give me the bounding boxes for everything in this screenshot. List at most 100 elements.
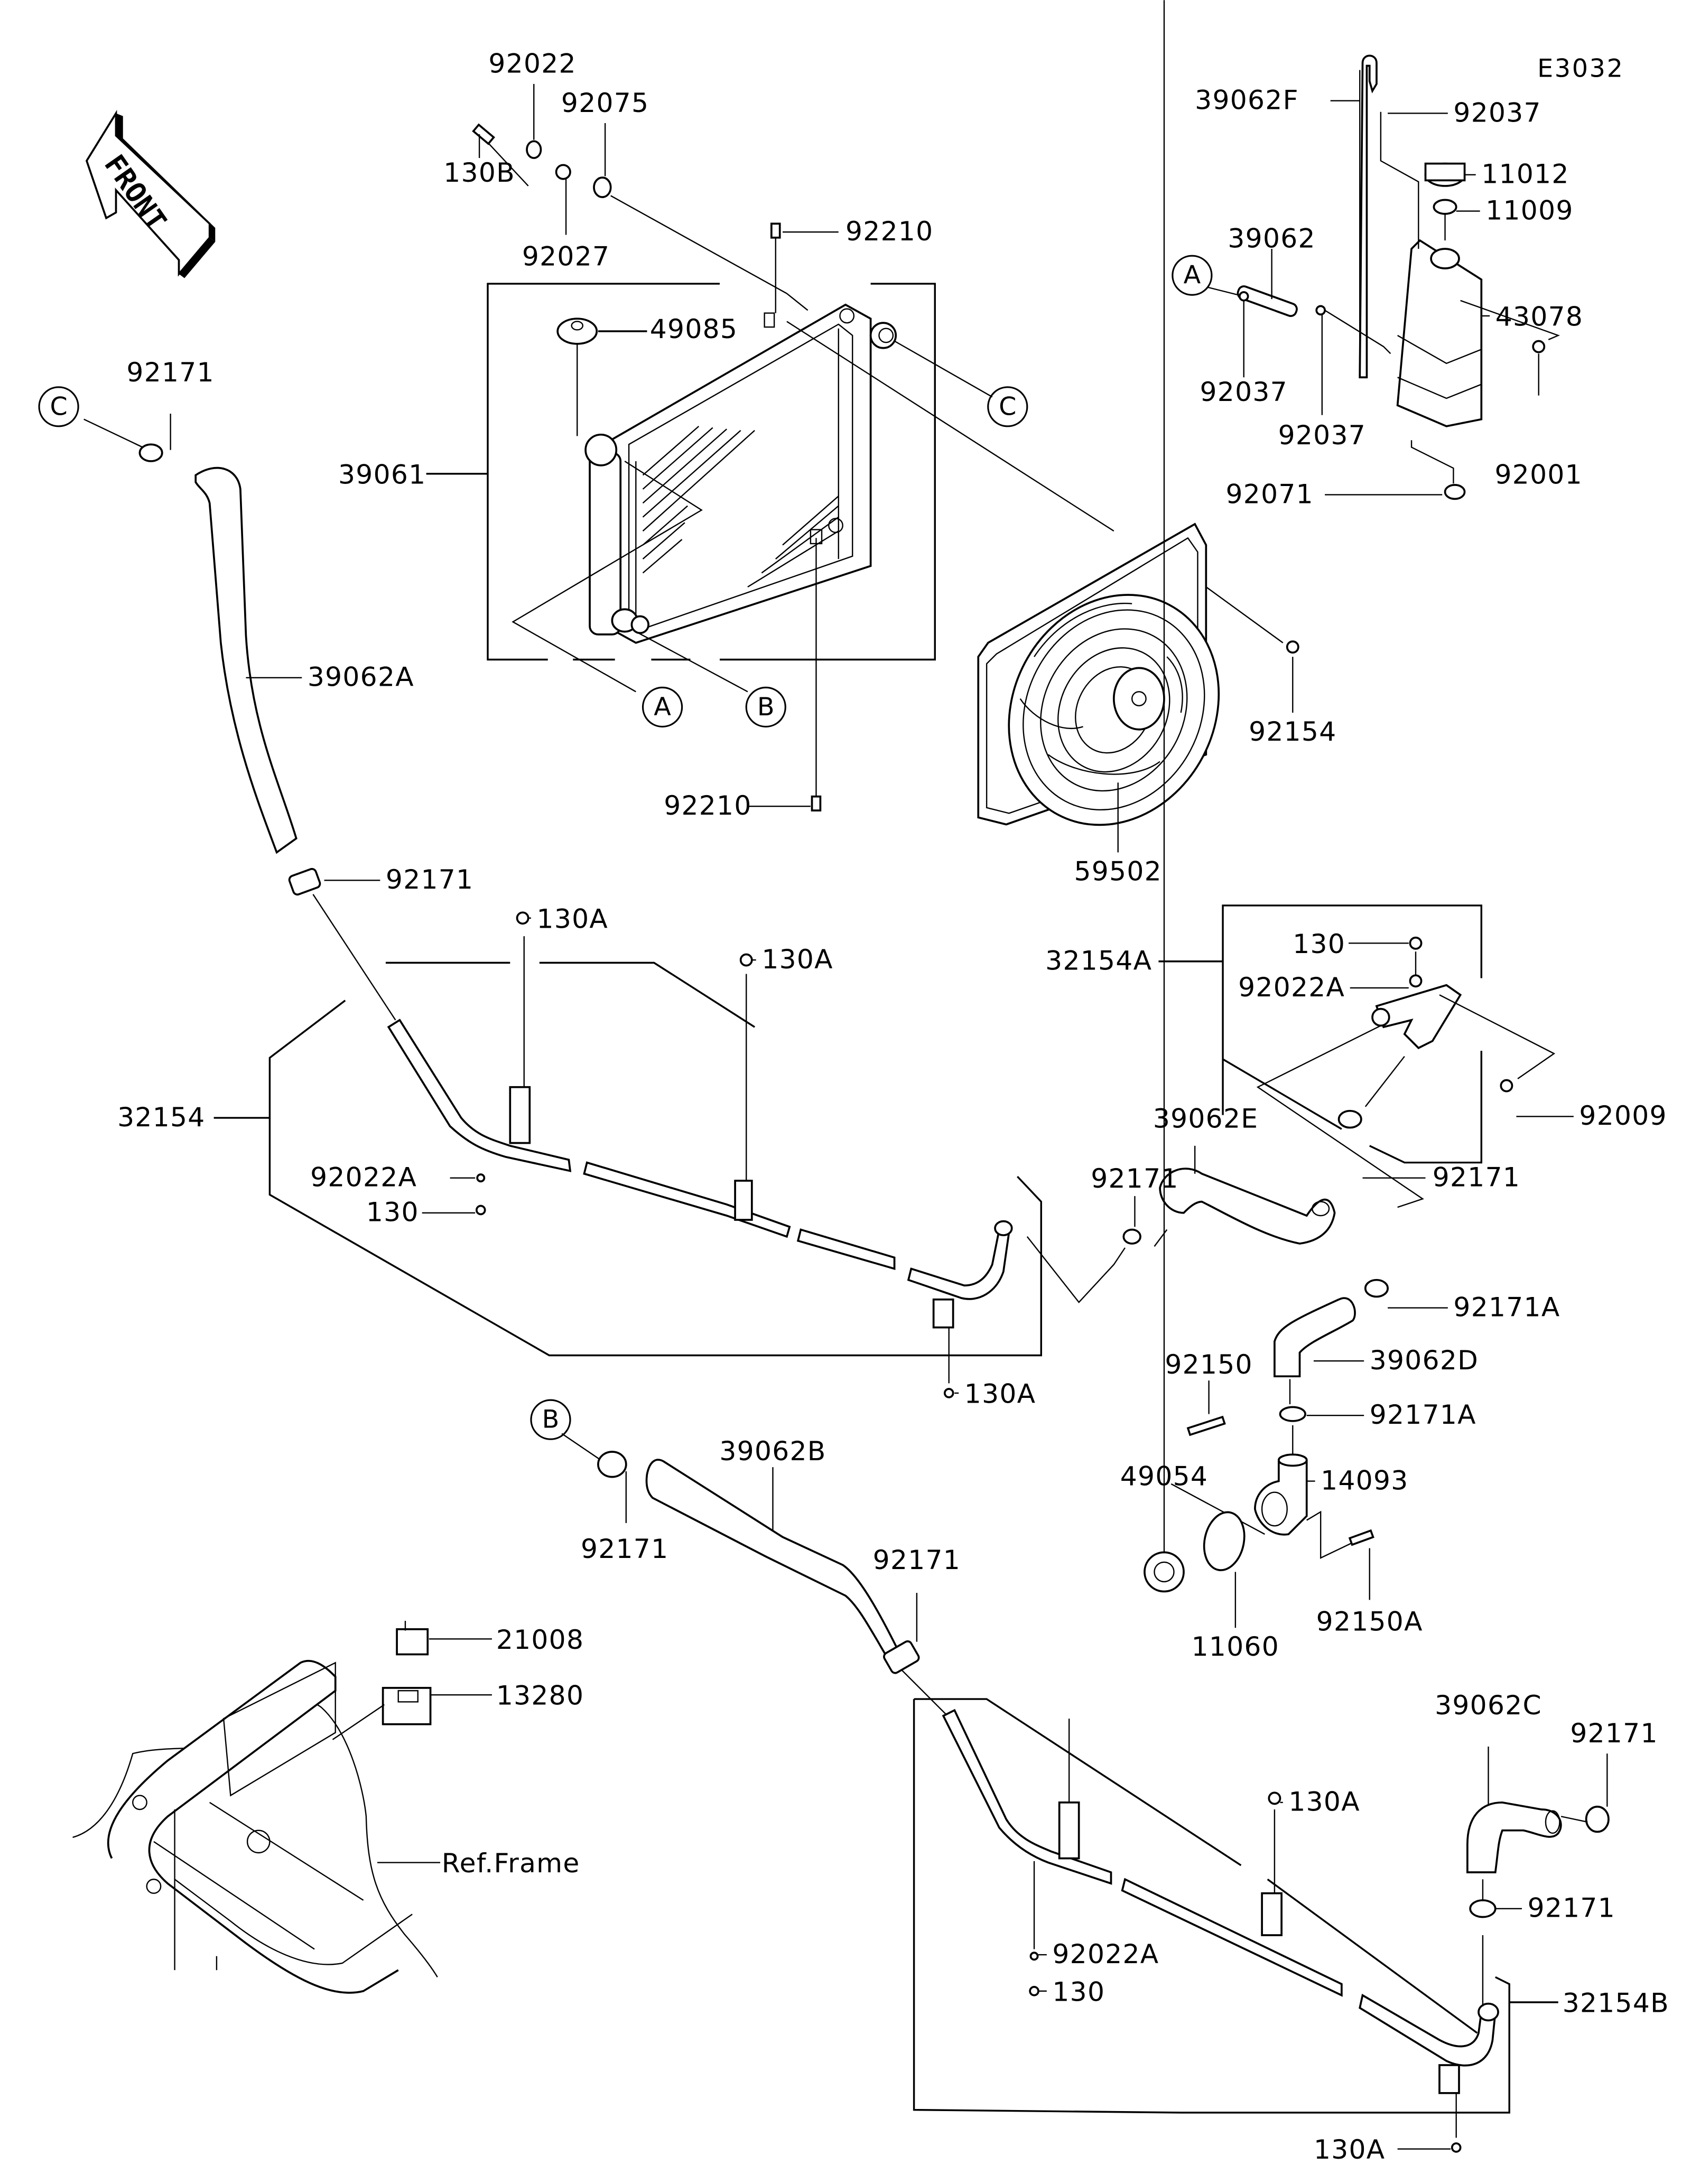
clip-icon xyxy=(770,222,781,239)
part-label-130a[interactable]: 130A xyxy=(964,1378,1036,1409)
part-label-32154[interactable]: 32154 xyxy=(117,1102,205,1133)
hose-clamp-icon xyxy=(1122,1228,1141,1245)
front-arrow-icon: FRONT xyxy=(85,109,216,278)
marker-text: B xyxy=(542,1405,560,1434)
reference-marker-a xyxy=(1172,255,1213,296)
part-label-92037[interactable]: 92037 xyxy=(1453,97,1541,128)
part-label-43078[interactable]: 43078 xyxy=(1495,301,1583,332)
hose-39062e-drawing xyxy=(1159,1168,1336,1245)
part-label-32154a[interactable]: 32154A xyxy=(1045,945,1152,976)
part-label-130[interactable]: 130 xyxy=(1052,1976,1105,2007)
reference-marker-c xyxy=(38,386,79,427)
part-label-92171[interactable]: 92171 xyxy=(1528,1892,1615,1924)
hose-clamp-icon xyxy=(138,443,163,462)
part-label-39062a[interactable]: 39062A xyxy=(308,661,414,693)
part-label-92171a[interactable]: 92171A xyxy=(1453,1291,1560,1322)
hose-clamp-icon xyxy=(883,1640,920,1674)
part-label-39062f[interactable]: 39062F xyxy=(1195,85,1299,116)
pipe-32154b-drawing xyxy=(942,1709,1499,2094)
part-label-21008[interactable]: 21008 xyxy=(496,1624,584,1655)
pipe-32154a-drawing xyxy=(1371,936,1462,1049)
part-label-92022a[interactable]: 92022A xyxy=(1052,1938,1159,1970)
part-label-130b[interactable]: 130B xyxy=(443,157,515,188)
hose-39062b-drawing xyxy=(645,1459,906,1672)
hose-clamp-icon xyxy=(597,1451,627,1478)
part-label-49085[interactable]: 49085 xyxy=(650,313,738,344)
part-label-92037[interactable]: 92037 xyxy=(1200,376,1288,407)
hose-39062c-drawing xyxy=(1466,1801,1562,1873)
diagram-code: E3032 xyxy=(1537,54,1624,83)
fan-assembly-drawing xyxy=(977,522,1220,826)
hose-clamp-icon xyxy=(1469,1899,1497,1918)
part-label-11012[interactable]: 11012 xyxy=(1481,158,1569,190)
switch-icon xyxy=(396,1620,429,1656)
part-label-92171[interactable]: 92171 xyxy=(1091,1163,1178,1194)
part-label-11060[interactable]: 11060 xyxy=(1192,1631,1279,1662)
part-label-92150[interactable]: 92150 xyxy=(1165,1349,1252,1380)
part-label-39062c[interactable]: 39062C xyxy=(1435,1690,1542,1721)
frame-reference-drawing xyxy=(72,1659,438,1994)
clip-icon xyxy=(811,795,822,811)
part-label-92022[interactable]: 92022 xyxy=(488,48,576,79)
part-label-130a[interactable]: 130A xyxy=(1314,2134,1386,2165)
part-label-130[interactable]: 130 xyxy=(366,1197,419,1228)
part-label-92022a[interactable]: 92022A xyxy=(1238,972,1345,1003)
part-label-39061[interactable]: 39061 xyxy=(338,459,426,490)
bolt-stack-drawing xyxy=(472,123,809,311)
hose-39062a-drawing xyxy=(138,443,321,896)
reference-marker-a xyxy=(642,686,683,728)
part-label-13280[interactable]: 13280 xyxy=(496,1680,584,1711)
reserve-tank-drawing xyxy=(1359,54,1546,500)
part-label-130a[interactable]: 130A xyxy=(1288,1786,1360,1817)
part-label-92037[interactable]: 92037 xyxy=(1278,419,1366,451)
part-label-92210[interactable]: 92210 xyxy=(846,216,933,247)
part-label-92171[interactable]: 92171 xyxy=(1433,1162,1520,1193)
marker-text: B xyxy=(757,693,775,722)
part-label-39062e[interactable]: 39062E xyxy=(1153,1103,1258,1134)
gasket-icon xyxy=(1203,1511,1246,1571)
hose-39062d-drawing xyxy=(1274,1297,1356,1378)
part-label-14093[interactable]: 14093 xyxy=(1321,1464,1408,1496)
reference-marker-b xyxy=(530,1399,571,1440)
part-label-92171a[interactable]: 92171A xyxy=(1370,1399,1476,1430)
part-label-92171[interactable]: 92171 xyxy=(1570,1718,1658,1749)
part-label-92210[interactable]: 92210 xyxy=(664,790,751,821)
part-label-92171[interactable]: 92171 xyxy=(581,1533,668,1564)
part-label-92022a[interactable]: 92022A xyxy=(310,1162,417,1193)
radiator-cap-icon xyxy=(556,318,598,436)
ref-frame-label: Ref.Frame xyxy=(442,1847,580,1879)
small-hose-drawing xyxy=(1237,285,1326,318)
part-label-92171[interactable]: 92171 xyxy=(386,864,473,895)
holder-icon xyxy=(382,1687,432,1725)
part-label-39062b[interactable]: 39062B xyxy=(719,1435,826,1467)
part-label-39062[interactable]: 39062 xyxy=(1228,222,1315,254)
radiator-drawing xyxy=(584,303,897,644)
part-label-92009[interactable]: 92009 xyxy=(1579,1100,1667,1131)
part-label-92071[interactable]: 92071 xyxy=(1226,478,1314,509)
part-label-11009[interactable]: 11009 xyxy=(1485,194,1573,226)
part-label-92150a[interactable]: 92150A xyxy=(1316,1606,1423,1637)
part-label-130[interactable]: 130 xyxy=(1293,928,1345,959)
hose-clamp-icon xyxy=(1337,1109,1362,1129)
part-label-49054[interactable]: 49054 xyxy=(1120,1460,1208,1491)
thermostat-icon xyxy=(1144,1551,1185,1593)
part-label-130a[interactable]: 130A xyxy=(761,944,833,975)
part-label-39062d[interactable]: 39062D xyxy=(1370,1345,1479,1376)
part-label-92154[interactable]: 92154 xyxy=(1249,716,1336,747)
part-label-130a[interactable]: 130A xyxy=(537,903,609,934)
part-label-92001[interactable]: 92001 xyxy=(1495,459,1583,490)
part-label-92075[interactable]: 92075 xyxy=(561,87,649,118)
pipe-32154-drawing xyxy=(387,1019,1013,1329)
reference-marker-c xyxy=(987,386,1028,427)
part-label-32154b[interactable]: 32154B xyxy=(1563,1987,1669,2018)
part-label-59502[interactable]: 59502 xyxy=(1074,855,1162,886)
reference-marker-b xyxy=(745,686,786,728)
part-label-92171[interactable]: 92171 xyxy=(126,357,214,388)
marker-text: A xyxy=(1184,261,1201,290)
marker-text: C xyxy=(999,392,1016,421)
part-label-92027[interactable]: 92027 xyxy=(522,241,610,272)
marker-text: C xyxy=(50,392,67,421)
part-label-92171[interactable]: 92171 xyxy=(873,1544,961,1575)
hose-clamp-icon xyxy=(288,867,321,896)
